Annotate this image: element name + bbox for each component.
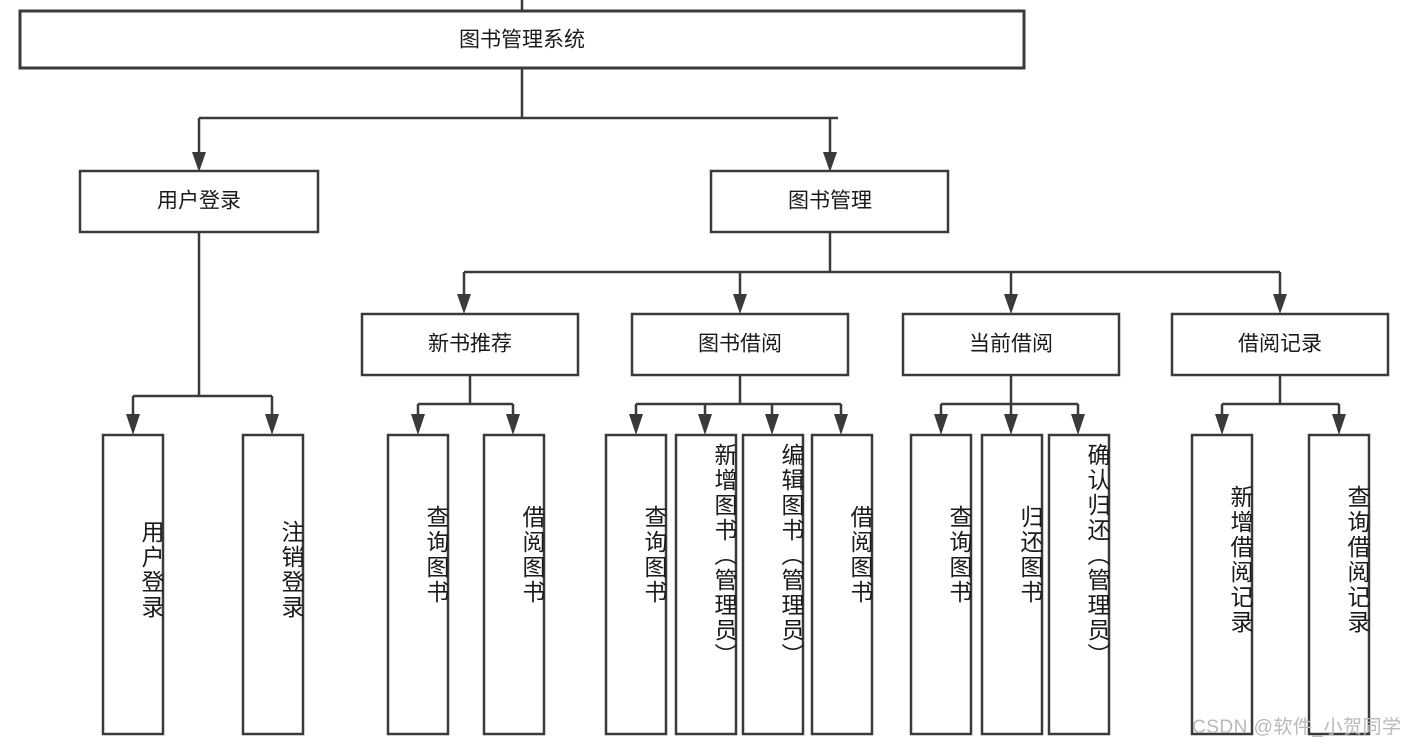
node-leaf-query-book-2[interactable]: [604, 433, 668, 736]
node-leaf-logout[interactable]: [241, 433, 305, 736]
node-leaf-confirm-return[interactable]: [1047, 433, 1111, 736]
node-book-borrow-label: 图书借阅: [698, 333, 782, 356]
node-borrow-record[interactable]: [1170, 312, 1390, 377]
arrow-head-icon: [1332, 414, 1346, 435]
node-book-manage[interactable]: [709, 169, 950, 234]
node-root-label: 图书管理系统: [459, 29, 585, 52]
arrow-head-icon: [265, 414, 279, 435]
node-book-manage-label: 图书管理: [788, 190, 872, 213]
node-new-book-recommend[interactable]: [360, 312, 580, 377]
node-leaf-borrow-book-1[interactable]: [482, 433, 546, 736]
watermark-text: CSDN @软件_小贺同学: [1192, 717, 1402, 738]
arrow-head-icon: [1215, 414, 1229, 435]
node-leaf-borrow-book-2[interactable]: [810, 433, 874, 736]
arrow-head-icon: [629, 414, 643, 435]
node-leaf-query-book-1[interactable]: [386, 433, 450, 736]
arrow-head-icon: [126, 414, 140, 435]
connector-group-user-login: [126, 232, 279, 435]
node-user-login[interactable]: [78, 169, 320, 234]
connector-group-book-borrow: [629, 375, 848, 435]
arrow-head-icon: [1273, 294, 1287, 314]
node-leaf-user-login[interactable]: [101, 433, 165, 736]
node-leaf-add-book[interactable]: [674, 433, 738, 736]
connector-group-book-manage: [457, 232, 1287, 314]
arrow-head-icon: [1004, 414, 1018, 435]
node-borrow-record-label: 借阅记录: [1238, 333, 1322, 356]
node-current-borrow-label: 当前借阅: [969, 333, 1053, 356]
node-user-login-label: 用户登录: [157, 190, 241, 213]
arrow-head-icon: [698, 414, 712, 435]
node-new-book-recommend-label: 新书推荐: [428, 333, 512, 356]
node-leaf-query-record[interactable]: [1307, 433, 1371, 736]
node-leaf-return-book[interactable]: [980, 433, 1044, 736]
arrow-head-icon: [934, 414, 948, 435]
arrow-head-icon: [411, 414, 425, 435]
arrow-head-icon: [192, 152, 206, 172]
node-leaf-edit-book[interactable]: [741, 433, 805, 736]
connector-group-new-book: [411, 375, 520, 435]
arrow-head-icon: [823, 152, 837, 172]
arrow-head-icon: [506, 414, 520, 435]
node-leaf-add-record[interactable]: [1190, 433, 1254, 736]
connector-group-current-borrow: [934, 375, 1085, 435]
arrow-head-icon: [457, 294, 471, 314]
node-current-borrow[interactable]: [901, 312, 1121, 377]
arrow-head-icon: [765, 414, 779, 435]
node-book-borrow[interactable]: [630, 312, 850, 377]
arrow-head-icon: [1004, 294, 1018, 314]
connector-group-borrow-record: [1215, 375, 1346, 435]
node-root[interactable]: [18, 9, 1026, 70]
arrow-head-icon: [1071, 414, 1085, 435]
node-leaf-query-book-3[interactable]: [909, 433, 973, 736]
arrow-head-icon: [834, 414, 848, 435]
arrow-head-icon: [733, 294, 747, 314]
connector-group-root: [192, 0, 838, 172]
